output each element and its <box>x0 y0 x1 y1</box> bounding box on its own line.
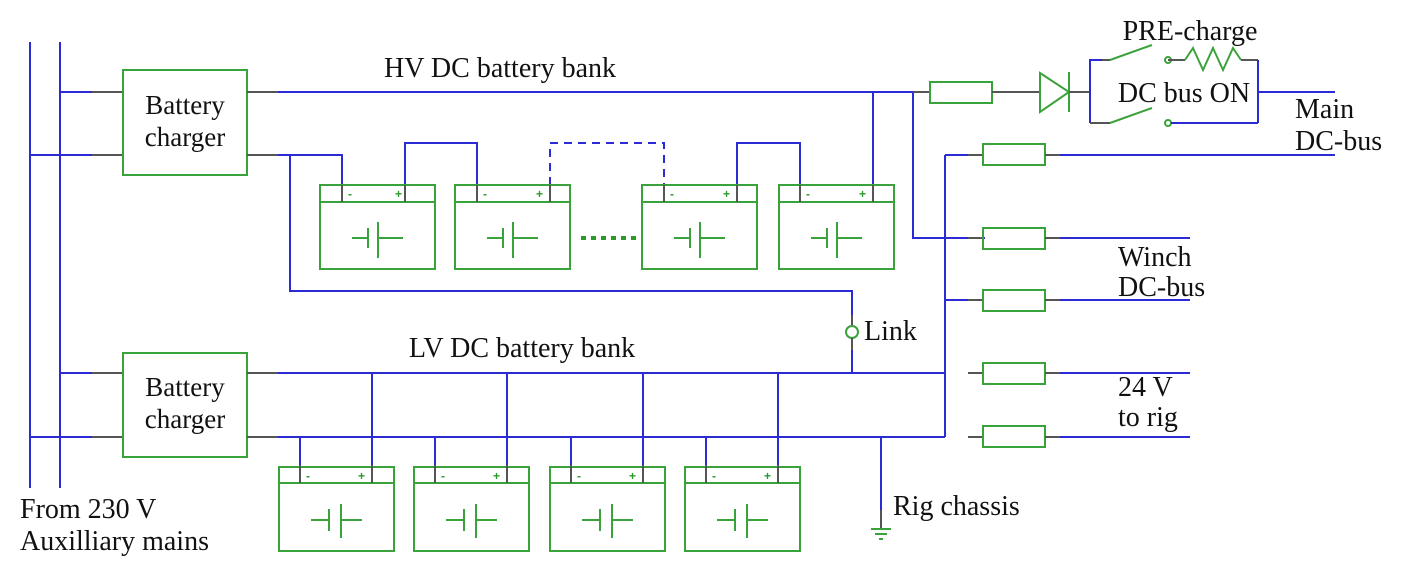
link: Link <box>845 291 917 373</box>
hv-battery-4: - + <box>778 184 895 270</box>
svg-text:+: + <box>629 469 636 483</box>
svg-text:-: - <box>712 469 716 483</box>
precharge-label: PRE-charge <box>1123 16 1258 47</box>
lv-charger-label-line2: charger <box>145 404 225 434</box>
svg-text:-: - <box>348 187 352 201</box>
lv-battery-charger: Battery charger <box>30 352 278 458</box>
svg-text:-: - <box>483 187 487 201</box>
rig24-label-line1: 24 V <box>1118 372 1173 403</box>
winch-dcbus-label-line2: DC-bus <box>1118 272 1205 303</box>
lv-battery-4: - + <box>684 465 801 552</box>
fuse-icon <box>982 289 1046 312</box>
fuse-icon <box>982 362 1046 385</box>
main-dc-bus-feed: PRE-charge DC bus ON Main DC-bus <box>913 16 1382 157</box>
link-label: Link <box>864 316 917 347</box>
rig-chassis-label: Rig chassis <box>893 491 1020 522</box>
hv-bank-label: HV DC battery bank <box>384 53 616 84</box>
battery-icon <box>717 504 768 538</box>
svg-text:+: + <box>764 469 771 483</box>
fuse-icon <box>929 81 993 104</box>
mains-label-line2: Auxilliary mains <box>20 526 209 557</box>
svg-text:+: + <box>395 187 402 201</box>
link-terminal-icon <box>845 325 859 339</box>
hv-battery-3: - + <box>641 184 758 270</box>
lv-battery-1: - + <box>278 465 395 552</box>
battery-icon <box>352 222 403 258</box>
battery-icon <box>674 222 725 258</box>
rig-chassis-ground: Rig chassis <box>871 437 1020 540</box>
switch-icon <box>1109 107 1153 124</box>
svg-text:-: - <box>806 187 810 201</box>
fuse-icon <box>982 143 1046 166</box>
lv-battery-2: - + <box>413 465 530 552</box>
main-dcbus-label-line1: Main <box>1295 94 1354 125</box>
fuse-icon <box>982 227 1046 250</box>
lv-charger-label-line1: Battery <box>145 372 225 402</box>
hv-battery-charger: Battery charger <box>30 69 278 176</box>
svg-text:-: - <box>441 469 445 483</box>
hv-charger-label-line1: Battery <box>145 90 225 120</box>
battery-icon <box>487 222 538 258</box>
battery-icon <box>311 504 362 538</box>
svg-text:-: - <box>306 469 310 483</box>
main-dcbus-label-line2: DC-bus <box>1295 126 1382 157</box>
hv-charger-label-line2: charger <box>145 122 225 152</box>
mains-label-line1: From 230 V <box>20 494 156 525</box>
svg-text:+: + <box>859 187 866 201</box>
battery-icon <box>811 222 862 258</box>
svg-text:+: + <box>358 469 365 483</box>
fuse-icon <box>982 425 1046 448</box>
lv-bank-label: LV DC battery bank <box>409 333 635 364</box>
svg-text:+: + <box>723 187 730 201</box>
hv-battery-2: - + <box>454 184 571 270</box>
dc-bus-on-label: DC bus ON <box>1118 78 1250 109</box>
svg-text:+: + <box>493 469 500 483</box>
hv-battery-1: - + <box>319 184 436 270</box>
lv-battery-3: - + <box>549 465 666 552</box>
svg-text:-: - <box>577 469 581 483</box>
resistor-icon <box>1184 45 1242 73</box>
hv-dc-bus: HV DC battery bank <box>278 53 985 325</box>
battery-icon <box>582 504 633 538</box>
winch-dcbus-label-line1: Winch <box>1118 242 1192 273</box>
svg-text:-: - <box>670 187 674 201</box>
diode-icon <box>1039 71 1071 114</box>
lv-distribution: Winch DC-bus 24 V to rig <box>913 143 1335 448</box>
mains-feed <box>29 42 61 488</box>
switch-icon <box>1109 44 1153 61</box>
lv-dc-bus: LV DC battery bank <box>278 333 945 465</box>
ground-icon <box>871 528 891 540</box>
battery-icon <box>446 504 497 538</box>
svg-text:+: + <box>536 187 543 201</box>
rig24-label-line2: to rig <box>1118 402 1178 433</box>
